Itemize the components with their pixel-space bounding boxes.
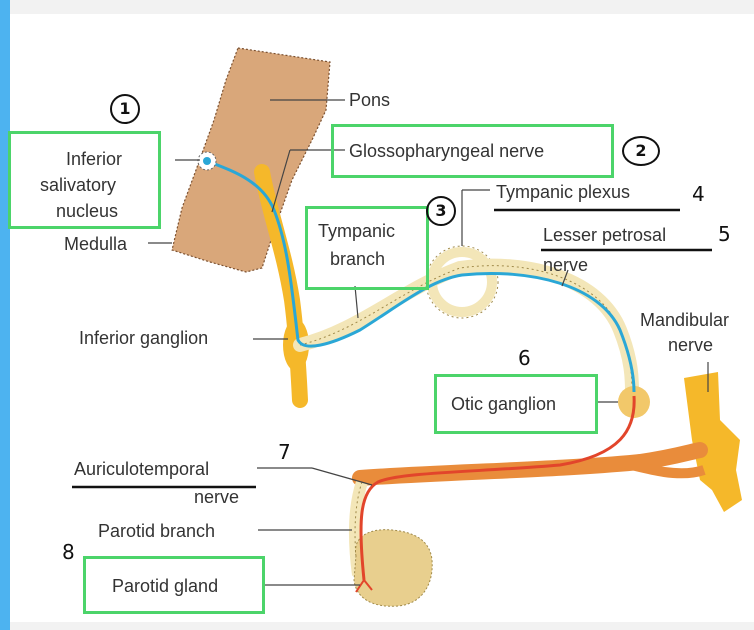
- label-lesser-petrosal: Lesser petrosal: [543, 224, 666, 246]
- annotation-1: 1: [110, 94, 140, 124]
- label-pons: Pons: [349, 89, 390, 111]
- annotation-5: 5: [718, 222, 731, 246]
- label-lesser-petrosal-nerve: nerve: [543, 254, 588, 276]
- annotation-6: 6: [518, 346, 531, 370]
- annotation-7: 7: [278, 440, 291, 464]
- label-salivatory: salivatory: [40, 174, 116, 196]
- label-auriculotemporal-nerve: nerve: [194, 486, 239, 508]
- label-inferior-ganglion: Inferior ganglion: [79, 327, 208, 349]
- label-parotid-branch: Parotid branch: [98, 520, 215, 542]
- label-parotid-gland: Parotid gland: [112, 575, 218, 597]
- annotation-3: 3: [426, 196, 456, 226]
- label-mandibular-nerve: nerve: [668, 334, 713, 356]
- label-branch: branch: [330, 248, 385, 270]
- annotation-8: 8: [62, 540, 75, 564]
- label-otic-ganglion: Otic ganglion: [451, 393, 556, 415]
- label-inferior: Inferior: [66, 148, 122, 170]
- label-nucleus: nucleus: [56, 200, 118, 222]
- mandibular-nerve-shape: [684, 372, 742, 512]
- label-auriculotemporal: Auriculotemporal: [74, 458, 209, 480]
- label-tympanic: Tympanic: [318, 220, 395, 242]
- annotation-2: 2: [622, 136, 660, 166]
- label-medulla: Medulla: [64, 233, 127, 255]
- label-glossopharyngeal-nerve: Glossopharyngeal nerve: [349, 140, 544, 162]
- label-mandibular: Mandibular: [640, 309, 729, 331]
- label-tympanic-plexus: Tympanic plexus: [496, 181, 630, 203]
- annotation-4: 4: [692, 182, 705, 206]
- parotid-gland-shape: [354, 530, 432, 607]
